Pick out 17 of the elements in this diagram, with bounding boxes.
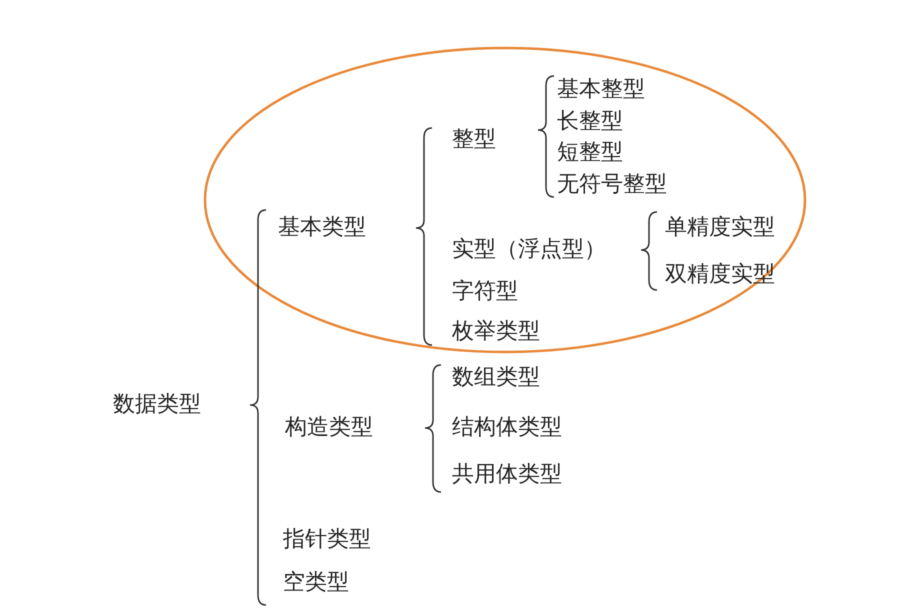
type-label: 共用体类型 <box>452 461 562 489</box>
type-label: 指针类型 <box>283 526 371 554</box>
type-label: 枚举类型 <box>452 318 540 346</box>
type-label: 数组类型 <box>452 364 540 392</box>
type-label: 数据类型 <box>113 391 201 419</box>
type-label: 短整型 <box>557 139 623 167</box>
type-label: 构造类型 <box>285 414 373 442</box>
type-label: 长整型 <box>557 108 623 136</box>
type-label: 空类型 <box>283 569 349 597</box>
type-label: 无符号整型 <box>557 171 667 199</box>
type-label: 基本整型 <box>557 76 645 104</box>
type-label: 字符型 <box>452 278 518 306</box>
type-label: 整型 <box>452 126 496 154</box>
type-label: 结构体类型 <box>452 414 562 442</box>
type-label: 单精度实型 <box>665 214 775 242</box>
type-label: 基本类型 <box>278 214 366 242</box>
type-label: 实型（浮点型） <box>452 236 606 264</box>
